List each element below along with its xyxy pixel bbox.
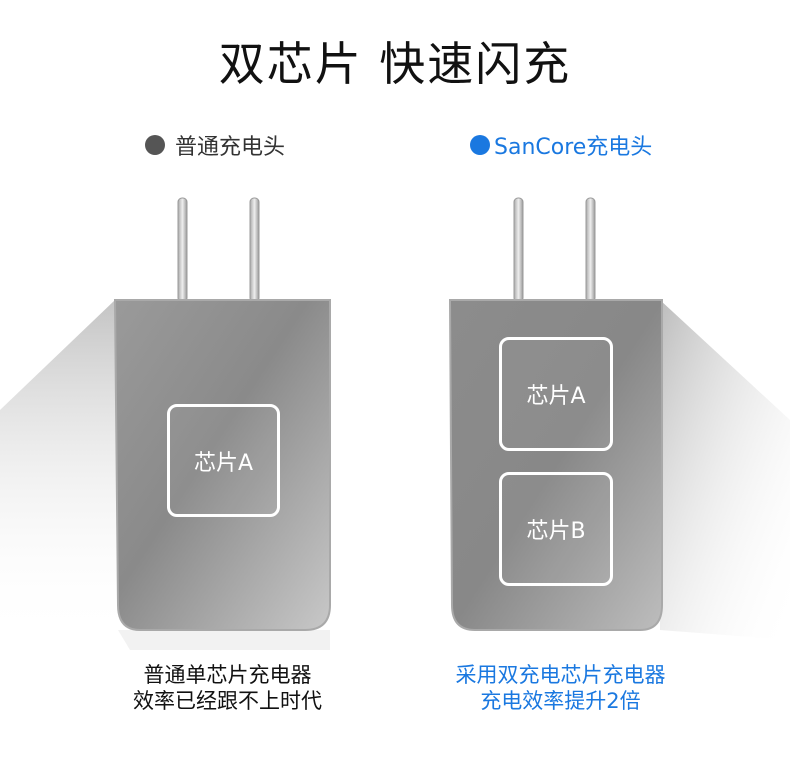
right-chip-b-label: 芯片B bbox=[526, 519, 586, 544]
left-prong-1 bbox=[177, 197, 188, 303]
left-chip-a: 芯片A bbox=[167, 404, 280, 517]
legend-sancore-label: SanCore充电头 bbox=[494, 135, 653, 160]
right-chip-a: 芯片A bbox=[499, 337, 613, 451]
right-chip-b: 芯片B bbox=[499, 472, 613, 586]
blue-dot-icon bbox=[470, 135, 490, 155]
left-caption: 普通单芯片充电器 效率已经跟不上时代 bbox=[30, 662, 425, 714]
legend-normal-label: 普通充电头 bbox=[175, 135, 286, 160]
legend-sancore-charger: SanCore充电头 bbox=[470, 130, 652, 160]
gray-dot-icon bbox=[145, 135, 165, 155]
right-prong-1 bbox=[513, 197, 524, 303]
left-charger-shadow bbox=[0, 300, 118, 640]
right-charger-shadow bbox=[660, 300, 790, 640]
right-caption-line-1: 采用双充电芯片充电器 bbox=[455, 663, 666, 687]
right-prong-2 bbox=[585, 197, 596, 303]
left-chip-a-label: 芯片A bbox=[193, 450, 254, 476]
right-chip-a-label: 芯片A bbox=[526, 384, 586, 409]
right-caption: 采用双充电芯片充电器 充电效率提升2倍 bbox=[363, 662, 758, 714]
left-caption-line-2: 效率已经跟不上时代 bbox=[133, 689, 322, 713]
right-charger-body bbox=[448, 299, 663, 631]
left-caption-line-1: 普通单芯片充电器 bbox=[143, 663, 312, 687]
page-title: 双芯片 快速闪充 bbox=[218, 37, 572, 91]
left-prong-2 bbox=[249, 197, 260, 303]
left-charger-shadow-bottom bbox=[118, 630, 330, 650]
left-charger-body bbox=[113, 299, 331, 631]
right-caption-line-2: 充电效率提升2倍 bbox=[480, 689, 641, 713]
legend-normal-charger: 普通充电头 bbox=[145, 130, 285, 160]
